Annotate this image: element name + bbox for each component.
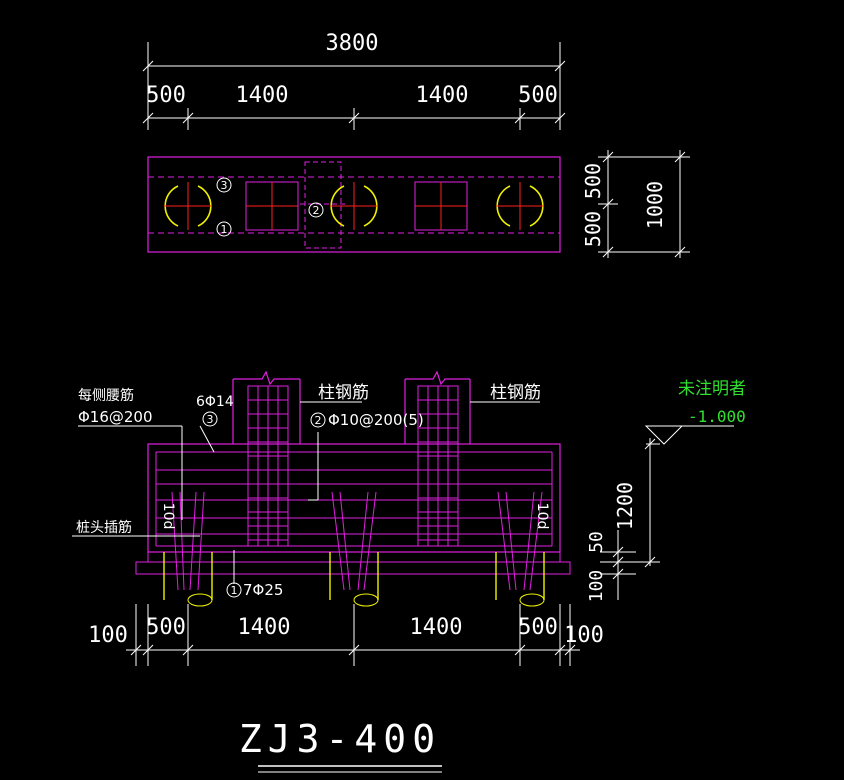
section-view: 柱钢筋 柱钢筋 每侧腰筋 Φ16@200 6Φ14 3 2 Φ10@200(5)… bbox=[72, 370, 746, 607]
column-symbol bbox=[414, 181, 468, 231]
cushion-layer bbox=[135, 561, 571, 575]
note-title: 未注明者 bbox=[678, 379, 746, 399]
plan-right-dim-2: 500 bbox=[581, 211, 605, 247]
stirrup-spec: Φ10@200(5) bbox=[328, 411, 424, 429]
column-symbol bbox=[245, 181, 299, 231]
plan-overall-width-label: 3800 bbox=[326, 31, 379, 56]
pile-dowel-label: 桩头插筋 bbox=[76, 519, 132, 536]
pile-section bbox=[163, 491, 213, 607]
pile-symbol bbox=[330, 182, 378, 230]
plan-right-total: 1000 bbox=[643, 181, 667, 229]
side-rebar-title: 每侧腰筋 bbox=[78, 387, 134, 404]
pile-symbol bbox=[496, 182, 544, 230]
plan-right-dim-1: 500 bbox=[581, 163, 605, 199]
stirrup-zone-dashed bbox=[304, 161, 342, 249]
plan-seg-1-label: 500 bbox=[146, 83, 186, 108]
bottom-bar-marker: 1 bbox=[231, 584, 238, 597]
section-bottom-dimensions: 100 500 1400 1400 500 100 bbox=[88, 604, 604, 666]
bottom-dim-4: 1400 bbox=[410, 615, 463, 640]
elevation-symbol bbox=[644, 425, 734, 445]
anchor-right-label: 10d bbox=[534, 503, 550, 530]
column-rebar-label-left: 柱钢筋 bbox=[318, 383, 369, 403]
column-section-right bbox=[404, 370, 471, 547]
cap-outline bbox=[147, 156, 561, 253]
bottom-dim-3: 1400 bbox=[238, 615, 291, 640]
pile-symbol bbox=[164, 182, 212, 230]
side-rebar-spec: Φ16@200 bbox=[78, 408, 153, 426]
column-section-left bbox=[232, 370, 301, 547]
plan-seg-4-label: 500 bbox=[518, 83, 558, 108]
plan-view: 3 2 1 bbox=[147, 156, 561, 253]
drawing-title: ZJ3-400 bbox=[239, 717, 442, 773]
anchor-left-label: 10d bbox=[160, 503, 176, 530]
section-height-label: 1200 bbox=[613, 482, 637, 530]
cover-dim-label: 50 bbox=[586, 531, 607, 553]
top-bar-spec: 6Φ14 bbox=[196, 394, 234, 410]
cushion-dim-label: 100 bbox=[586, 570, 607, 603]
bottom-dim-6: 100 bbox=[564, 623, 604, 648]
cap-section-outline bbox=[147, 443, 561, 553]
note-level: -1.000 bbox=[688, 407, 746, 426]
pile-section bbox=[495, 491, 545, 607]
bottom-dim-1: 100 bbox=[88, 623, 128, 648]
plan-seg-2-label: 1400 bbox=[236, 83, 289, 108]
plan-seg-3-label: 1400 bbox=[416, 83, 469, 108]
plan-marker-3: 3 bbox=[221, 179, 228, 192]
bottom-bar-spec: 7Φ25 bbox=[243, 581, 283, 599]
pile-section bbox=[329, 491, 379, 607]
title-text: ZJ3-400 bbox=[239, 717, 441, 761]
bottom-dim-5: 500 bbox=[518, 615, 558, 640]
bottom-dim-2: 500 bbox=[146, 615, 186, 640]
plan-marker-1: 1 bbox=[221, 223, 228, 236]
plan-top-dimensions: 3800 500 1400 1400 500 bbox=[142, 31, 566, 130]
top-bar-marker: 3 bbox=[207, 413, 214, 426]
plan-right-dimensions: 500 500 1000 bbox=[581, 150, 690, 258]
plan-marker-2: 2 bbox=[313, 204, 320, 217]
stirrup-marker: 2 bbox=[315, 414, 322, 427]
column-rebar-label-right: 柱钢筋 bbox=[490, 383, 541, 403]
